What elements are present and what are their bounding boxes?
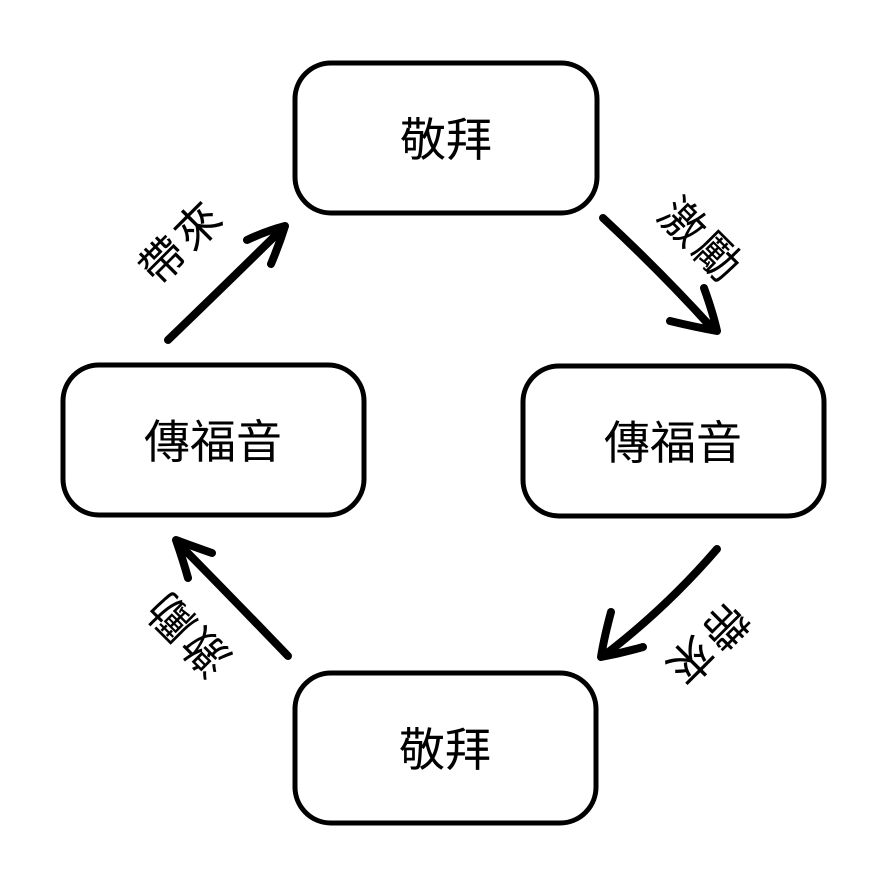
- node-bottom-label: 敬拜: [399, 724, 491, 776]
- node-top: 敬拜: [292, 60, 600, 216]
- node-top-label: 敬拜: [400, 114, 492, 166]
- node-left: 傳福音: [60, 362, 367, 518]
- node-right-label: 傳福音: [604, 417, 742, 469]
- edge-label-left-to-top: 帶來: [129, 189, 234, 294]
- node-left-box: [60, 362, 367, 518]
- arrow-right-to-bottom: [597, 545, 721, 661]
- node-right-box: [520, 363, 827, 519]
- node-top-box: [292, 60, 600, 216]
- arrow-top-to-right: [599, 214, 721, 335]
- arrow-left-to-top: [164, 222, 289, 344]
- node-left-label: 傳福音: [144, 416, 282, 468]
- node-right: 傳福音: [520, 363, 827, 519]
- node-bottom-box: [292, 670, 599, 826]
- node-bottom: 敬拜: [292, 670, 599, 826]
- arrow-bottom-to-left: [172, 536, 292, 660]
- edge-label-right-to-bottom: 帶來: [653, 591, 758, 696]
